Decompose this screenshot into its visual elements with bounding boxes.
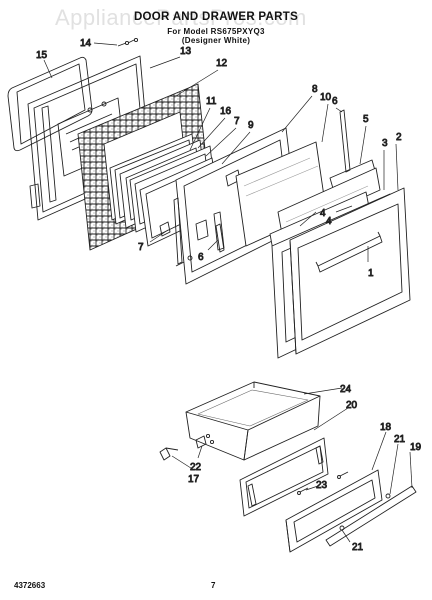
- callout-3: 3: [382, 138, 388, 149]
- callout-labels: 1 2 3 4 4 5 6 6 7 7 8 9 10 11 12 13 14 1…: [36, 38, 422, 554]
- document-number: 4372663: [14, 581, 46, 590]
- callout-8: 8: [312, 84, 318, 95]
- callout-7b: 7: [138, 242, 144, 253]
- diagram-title: DOOR AND DRAWER PARTS: [133, 11, 299, 23]
- variant-line: (Designer White): [181, 36, 251, 45]
- callout-10: 10: [320, 92, 332, 103]
- callout-14: 14: [80, 38, 92, 49]
- callout-6b: 6: [198, 252, 204, 263]
- part-15-door-gasket: [7, 56, 93, 152]
- callout-22: 22: [190, 462, 202, 473]
- leader-lines: [43, 42, 413, 543]
- part-17-drawer-glide: [159, 447, 179, 461]
- part-20-drawer-front: [239, 437, 329, 517]
- callout-13: 13: [180, 46, 192, 57]
- part-22-clip: [195, 435, 207, 449]
- part-2-outer-door-panel: [289, 187, 411, 355]
- callout-17: 17: [188, 474, 200, 485]
- part-6-door-trim: [215, 109, 351, 253]
- callout-23: 23: [316, 480, 328, 491]
- callout-15: 15: [36, 50, 48, 61]
- callout-4b: 4: [326, 216, 332, 227]
- callout-7a: 7: [234, 116, 240, 127]
- callout-11: 11: [206, 96, 217, 107]
- callout-24: 24: [340, 384, 352, 395]
- part-18-drawer-outer-panel: [285, 469, 383, 553]
- callout-16: 16: [220, 106, 232, 117]
- callout-2: 2: [396, 132, 402, 143]
- callout-9: 9: [248, 120, 254, 131]
- part-23-screws: [297, 471, 349, 495]
- callout-5: 5: [363, 114, 369, 125]
- part-14-screws: [117, 37, 139, 47]
- callout-18: 18: [380, 422, 392, 433]
- callout-12: 12: [216, 58, 228, 69]
- page-number: 7: [211, 581, 216, 590]
- part-19-drawer-handle: [325, 485, 417, 547]
- callout-21b: 21: [352, 542, 364, 553]
- callout-1: 1: [368, 268, 374, 279]
- callout-19: 19: [410, 442, 422, 453]
- part-24-drawer-pan: [185, 381, 321, 461]
- callout-21a: 21: [394, 434, 406, 445]
- model-line: For Model RS675PXYQ3: [167, 27, 265, 36]
- callout-4a: 4: [320, 208, 326, 219]
- part-1-door-handle: [315, 231, 383, 273]
- callout-20: 20: [346, 400, 358, 411]
- callout-6a: 6: [332, 96, 338, 107]
